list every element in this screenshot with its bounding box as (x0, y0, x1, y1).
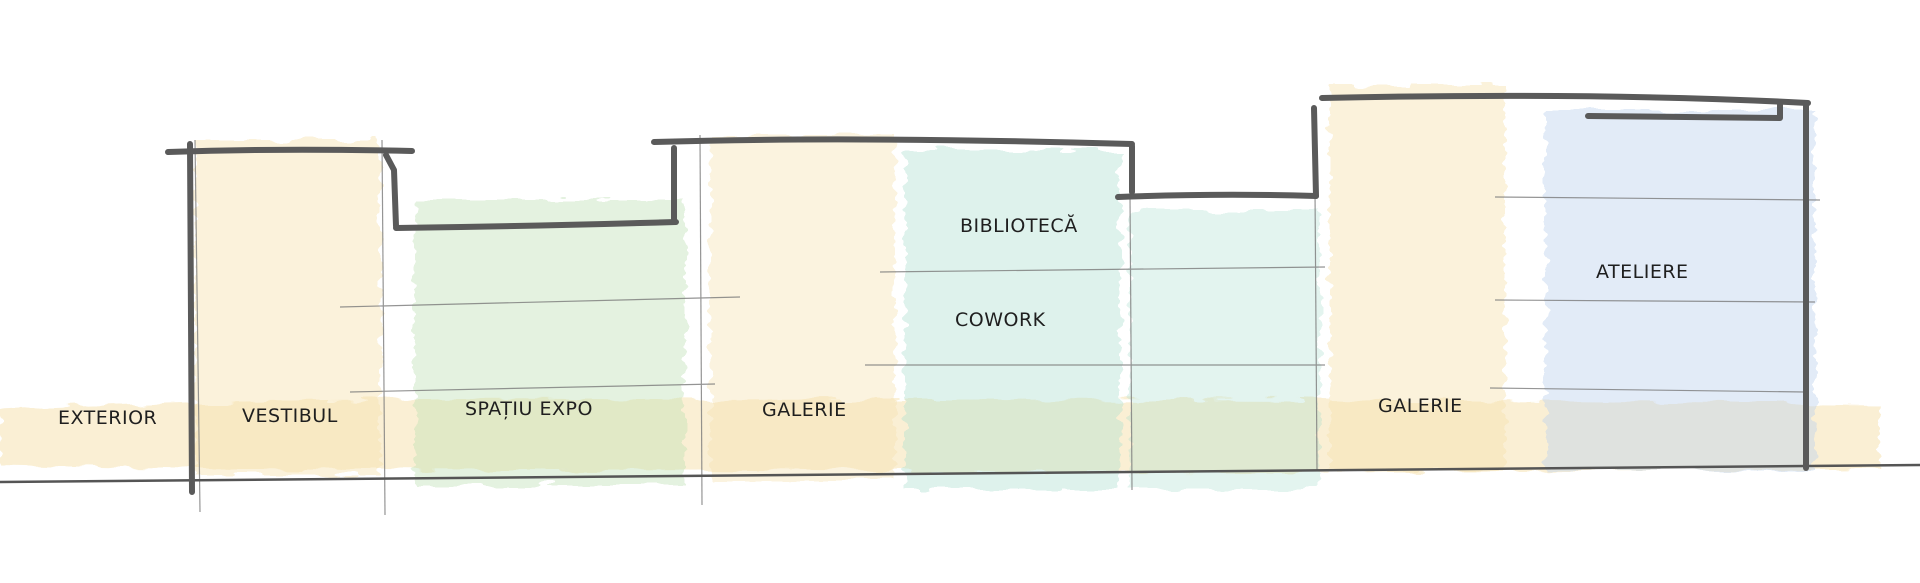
color-washes (0, 85, 1880, 490)
label-cowork: COWORK (955, 309, 1046, 331)
ateliere-wash (1545, 110, 1815, 470)
label-ateliere: ATELIERE (1596, 261, 1689, 283)
biblioteca-wash (905, 150, 1120, 490)
label-vestibul: VESTIBUL (242, 405, 338, 427)
cowork-wash (1130, 210, 1320, 490)
label-biblioteca: BIBLIOTECĂ (960, 213, 1078, 237)
building-outline (165, 92, 1811, 495)
pencil-lines (194, 134, 1821, 516)
vestibul-wash (195, 140, 380, 475)
galerie2-wash (1330, 85, 1505, 470)
label-galerie-1: GALERIE (762, 399, 847, 421)
expo-wash (415, 200, 685, 485)
room-labels: EXTERIOR VESTIBUL SPAȚIU EXPO GALERIE BI… (58, 213, 1689, 429)
label-exterior: EXTERIOR (58, 407, 157, 429)
label-galerie-2: GALERIE (1378, 395, 1463, 417)
label-spatiu-expo: SPAȚIU EXPO (465, 398, 593, 420)
galerie1-wash (710, 135, 895, 480)
